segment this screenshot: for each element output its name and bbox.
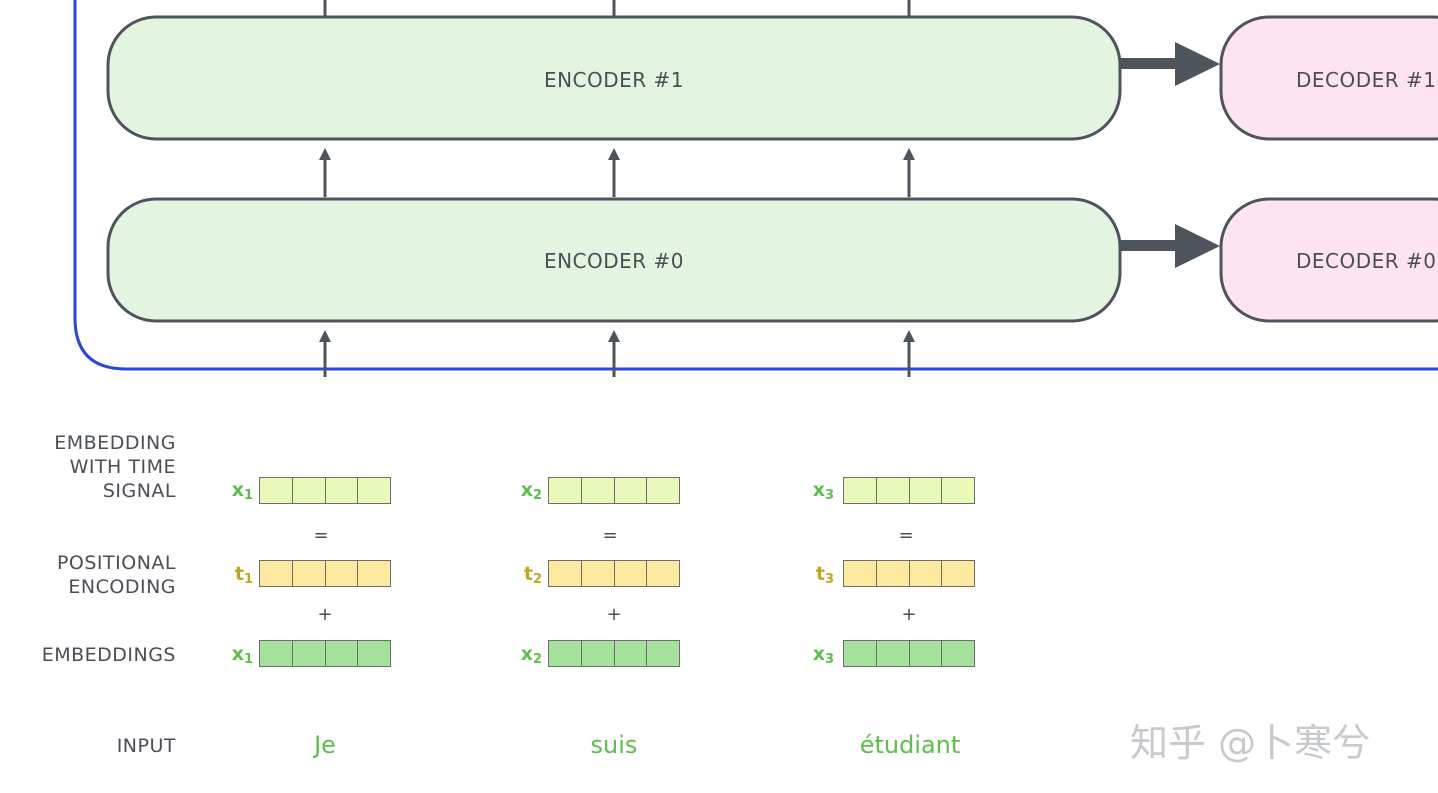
positional-vector-1 <box>259 560 391 587</box>
plus-sign-2: + <box>606 604 622 625</box>
plus-sign-1: + <box>317 604 333 625</box>
row-label-time-signal: EMBEDDING WITH TIME SIGNAL <box>54 432 176 502</box>
embedding-label-1: x1 <box>231 643 253 667</box>
decoder-0-label: DECODER #0 <box>1296 249 1437 273</box>
time-signal-vector-1 <box>259 477 391 504</box>
encoder-0-to-decoder-0-arrow <box>1120 224 1220 268</box>
encoder-stack-outline <box>73 0 1438 371</box>
time-signal-vector-2 <box>548 477 680 504</box>
input-word-1: Je <box>314 731 336 759</box>
encoder-0-node: ENCODER #0 <box>106 197 1122 323</box>
plus-sign-3: + <box>901 604 917 625</box>
embedding-label-3: x3 <box>812 643 834 667</box>
positional-vector-3 <box>843 560 975 587</box>
equals-sign-1: = <box>313 525 329 546</box>
embedding-vector-3 <box>843 640 975 667</box>
row-label-input: INPUT <box>116 735 176 757</box>
decoder-0-node: DECODER #0 <box>1219 197 1438 323</box>
equals-sign-2: = <box>602 525 618 546</box>
positional-label-1: t1 <box>234 563 253 587</box>
equals-sign-3: = <box>898 525 914 546</box>
time-signal-vector-3 <box>843 477 975 504</box>
time-signal-label-1: x1 <box>231 479 253 503</box>
watermark: 知乎 @卜寒兮 <box>1130 721 1371 765</box>
time-signal-label-2: x2 <box>520 479 542 503</box>
encoder-1-node: ENCODER #1 <box>106 15 1122 141</box>
encoder-0-to-encoder-1-arrows <box>319 148 915 197</box>
positional-vector-2 <box>548 560 680 587</box>
decoder-1-node: DECODER #1 <box>1219 15 1438 141</box>
input-word-3: étudiant <box>859 731 961 759</box>
decoder-1-label: DECODER #1 <box>1296 68 1437 92</box>
embedding-label-2: x2 <box>520 643 542 667</box>
encoder-0-label: ENCODER #0 <box>544 249 684 273</box>
row-label-positional: POSITIONAL ENCODING <box>56 552 176 598</box>
input-word-2: suis <box>590 731 638 759</box>
embedding-vector-2 <box>548 640 680 667</box>
top-connectors <box>323 0 911 16</box>
positional-label-3: t3 <box>815 563 834 587</box>
embedding-vector-1 <box>259 640 391 667</box>
input-to-encoder-0-arrows <box>319 330 915 377</box>
encoder-1-label: ENCODER #1 <box>544 68 684 92</box>
encoder-1-to-decoder-1-arrow <box>1120 42 1220 86</box>
positional-label-2: t2 <box>523 563 542 587</box>
time-signal-label-3: x3 <box>812 479 834 503</box>
row-label-embeddings: EMBEDDINGS <box>41 644 176 666</box>
